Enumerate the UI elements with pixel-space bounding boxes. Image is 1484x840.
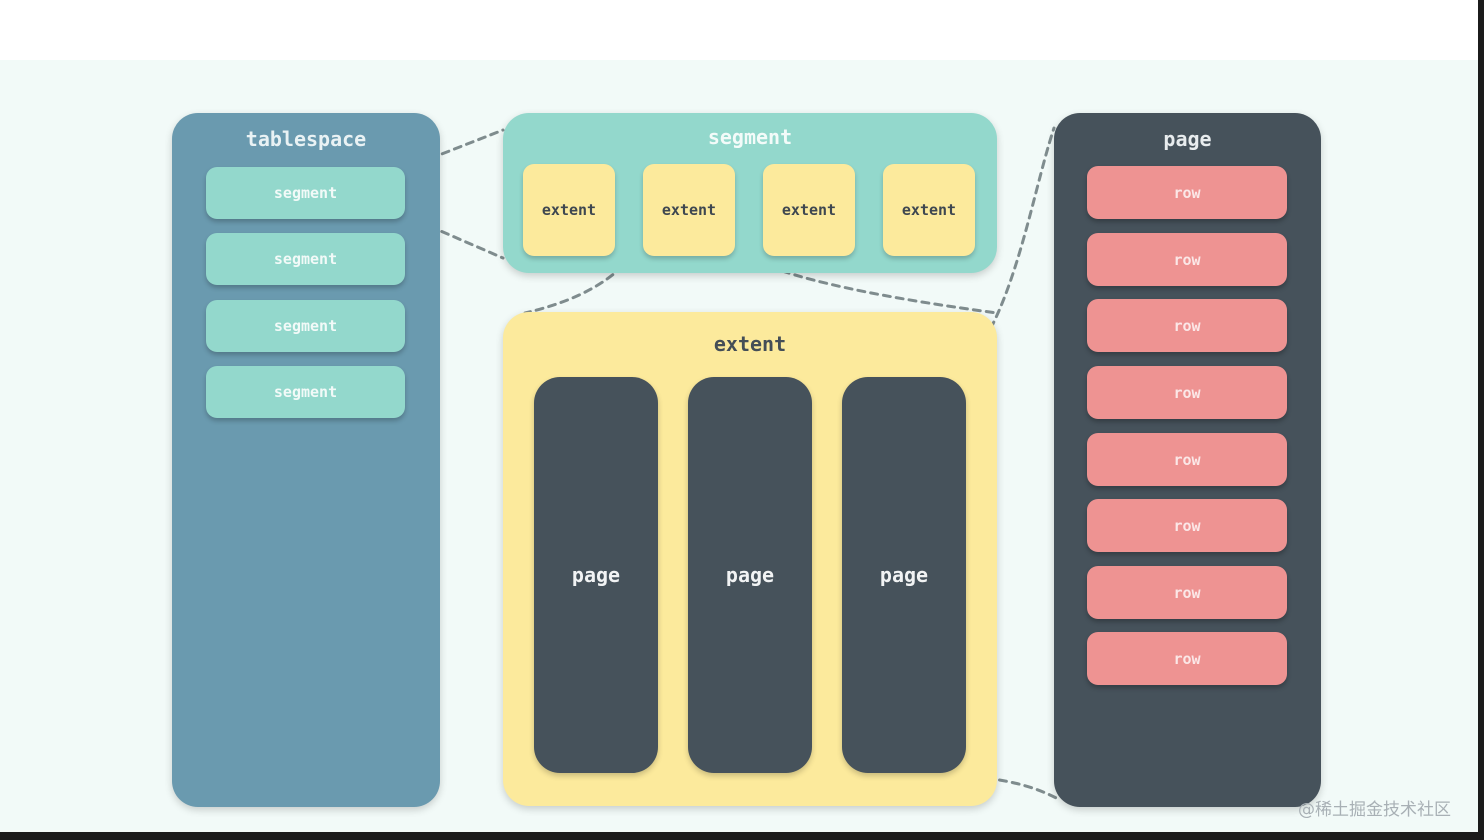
watermark-text: @稀土掘金技术社区 (1298, 800, 1451, 820)
extent-page: page (842, 377, 966, 773)
bottom-border (0, 832, 1484, 840)
segment-title: segment (707, 125, 793, 149)
segment-extent: extent (643, 164, 735, 256)
tablespace-segment: segment (206, 366, 405, 418)
segment-extent: extent (523, 164, 615, 256)
page-panel: page row row row row row row row row (1054, 113, 1321, 807)
extent-panel: extent page page page (503, 312, 997, 806)
page-row: row (1087, 433, 1287, 486)
segment-extent: extent (883, 164, 975, 256)
page-row: row (1087, 566, 1287, 619)
extent-title: extent (713, 332, 787, 356)
tablespace-segment: segment (206, 233, 405, 285)
page-row: row (1087, 499, 1287, 552)
tablespace-panel: tablespace segment segment segment segme… (172, 113, 440, 807)
page-row: row (1087, 366, 1287, 419)
tablespace-segment: segment (206, 167, 405, 219)
segment-extent: extent (763, 164, 855, 256)
page-row: row (1087, 166, 1287, 219)
right-border (1478, 0, 1484, 840)
segment-panel: segment extent extent extent extent (503, 113, 997, 273)
extent-page: page (534, 377, 658, 773)
extent-page: page (688, 377, 812, 773)
tablespace-segment: segment (206, 300, 405, 352)
page-title: page (1163, 127, 1212, 151)
page-row: row (1087, 632, 1287, 685)
tablespace-title: tablespace (245, 127, 367, 151)
page-row: row (1087, 299, 1287, 352)
page-row: row (1087, 233, 1287, 286)
